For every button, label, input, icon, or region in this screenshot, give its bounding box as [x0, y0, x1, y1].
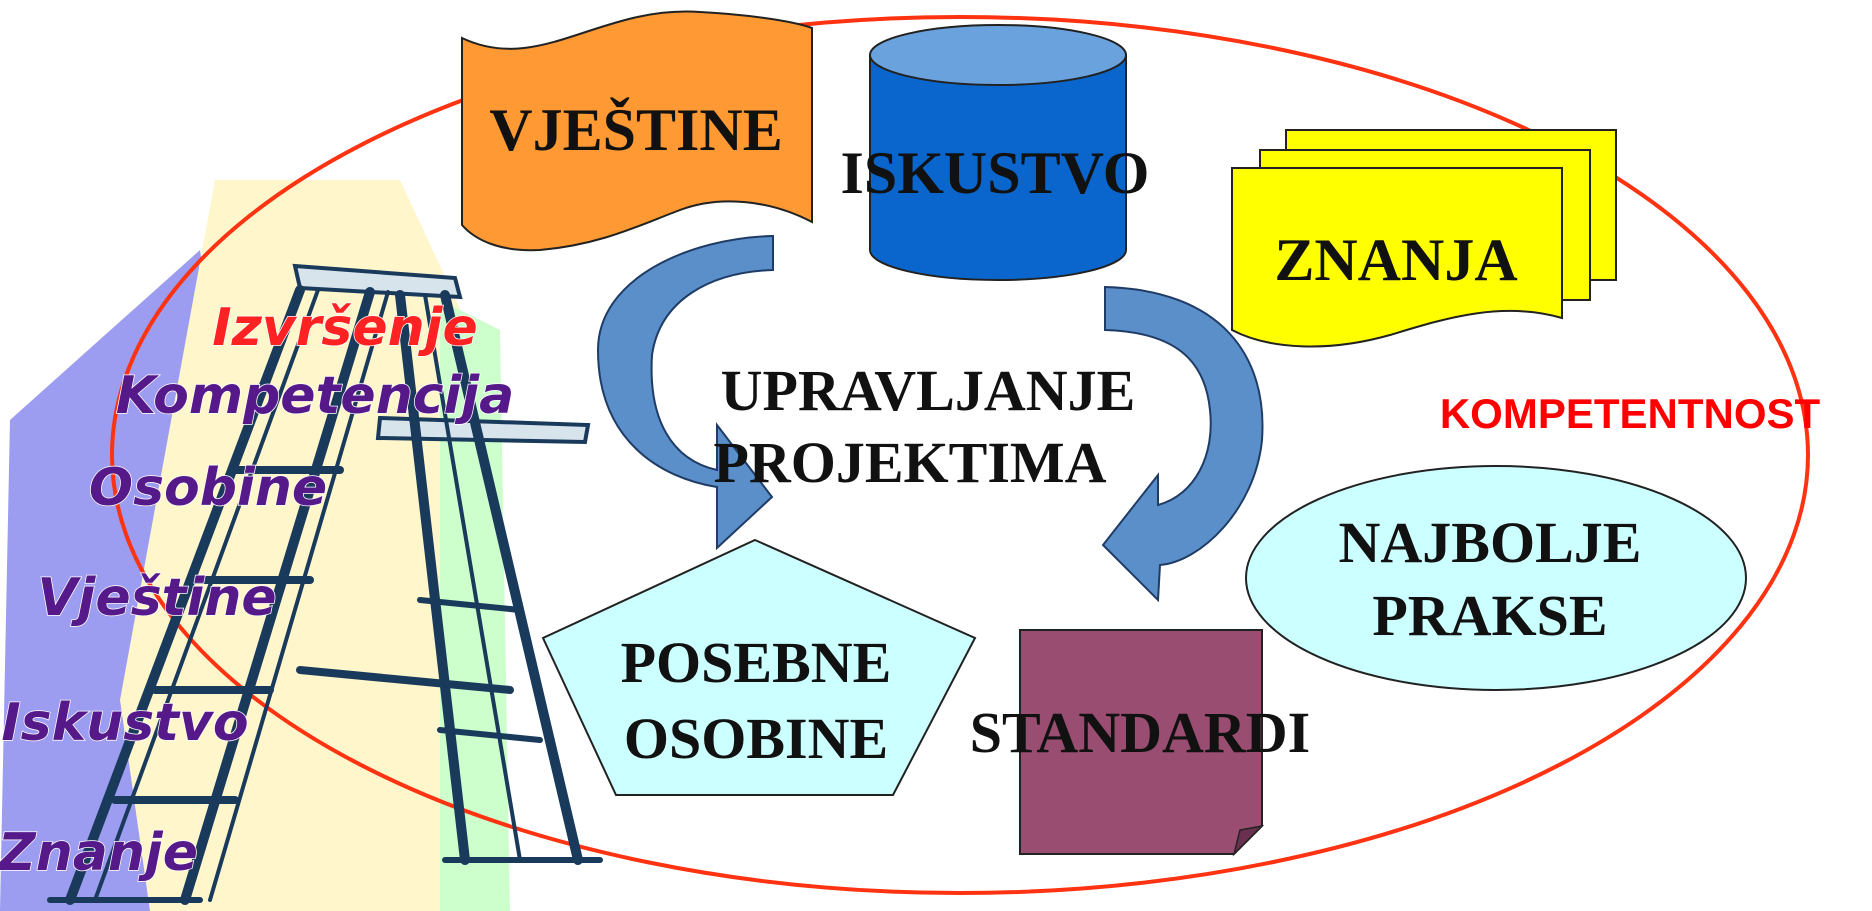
ladder-step-execution: Izvršenje: [212, 298, 477, 358]
ladder-step-traits: Osobine: [89, 458, 327, 518]
knowledge-page-front: [1231, 167, 1563, 348]
knowledge-label: ZNANJA: [1274, 227, 1517, 293]
experience-cylinder-top: [869, 24, 1127, 86]
ladder-top: [292, 263, 463, 300]
curved-arrows: [596, 234, 1264, 603]
ladder-rail-back-left: [395, 290, 470, 865]
frame-label: KOMPETENTNOST: [1440, 390, 1821, 437]
ladder-rail-back-right: [440, 290, 583, 865]
standards-shape: [1019, 629, 1265, 857]
ladder-step-skills: Vještine: [37, 568, 276, 628]
ladder-rail-front-right-edge: [208, 290, 390, 902]
right-curved-arrow: [1101, 285, 1264, 603]
ladder-step-knowledge: Znanje: [0, 823, 198, 883]
center-label-line1: UPRAVLJANJE: [721, 358, 1136, 423]
standards-label: STANDARDI: [970, 700, 1311, 765]
knowledge-shape: [1231, 129, 1617, 348]
ladder-step-competence: Kompetencija: [116, 366, 515, 426]
skills-tape: [461, 10, 813, 252]
special-traits-pentagon: [541, 538, 977, 796]
ladder-brace: [437, 727, 543, 743]
ladder-brace: [417, 597, 523, 613]
skills-label: VJEŠTINE: [489, 97, 782, 163]
ladder-steps: Izvršenje Kompetencija Osobine Vještine …: [0, 297, 515, 884]
skills-shape: [461, 10, 813, 252]
ladder-tray: [375, 415, 591, 445]
special-traits-label-line1: POSEBNE: [621, 630, 892, 695]
special-traits-label-line2: OSOBINE: [624, 706, 888, 771]
standards-fold: [1232, 824, 1265, 857]
best-practices-label-line2: PRAKSE: [1372, 583, 1607, 648]
best-practices-ellipse: [1245, 465, 1747, 691]
ladder-illustration: [47, 263, 603, 905]
ladder-rail-back-edge: [423, 293, 522, 862]
competence-frame: [110, 15, 1810, 895]
ladder-rail-front-left: [65, 285, 305, 905]
center-label-line2: PROJEKTIMA: [713, 430, 1106, 495]
best-practices-label-line1: NAJBOLJE: [1339, 510, 1642, 575]
ladder-step-experience: Iskustvo: [1, 693, 248, 753]
experience-label: ISKUSTVO: [841, 140, 1150, 206]
ladder-brace: [296, 666, 514, 694]
left-curved-arrow: [596, 234, 774, 551]
experience-cylinder-body: [869, 54, 1127, 281]
experience-shape: [869, 24, 1127, 281]
